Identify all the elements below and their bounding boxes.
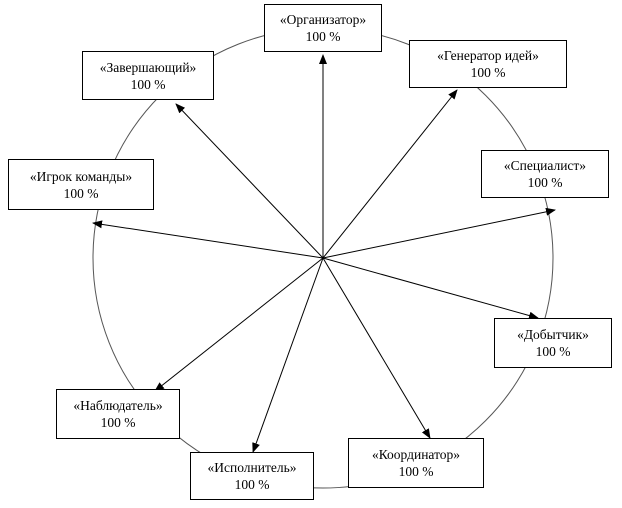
role-box-organizer: «Организатор» 100 % <box>264 4 382 52</box>
arrow-to-resource-getter <box>322 257 539 320</box>
role-box-idea-generator: «Генератор идей» 100 % <box>409 40 567 88</box>
role-name: «Исполнитель» <box>207 460 297 475</box>
role-box-resource-getter: «Добытчик» 100 % <box>494 318 612 368</box>
role-box-team-player: «Игрок команды» 100 % <box>8 159 154 210</box>
role-box-observer: «Наблюдатель» 100 % <box>56 389 180 439</box>
arrow-to-observer <box>154 257 324 392</box>
arrow-to-idea-generator <box>322 89 458 259</box>
role-value: 100 % <box>234 477 270 492</box>
role-value: 100 % <box>535 344 571 359</box>
arrow-to-executor <box>252 257 324 453</box>
arrow-to-team-player <box>92 220 324 259</box>
role-name: «Наблюдатель» <box>73 398 163 413</box>
role-name: «Добытчик» <box>517 327 589 342</box>
role-name: «Координатор» <box>371 447 461 462</box>
role-value: 100 % <box>63 185 99 201</box>
arrows-group <box>92 54 556 453</box>
role-value: 100 % <box>305 29 341 44</box>
role-box-finisher: «Завершающий» 100 % <box>82 51 214 100</box>
role-name: «Специалист» <box>503 158 587 173</box>
role-name: «Игрок команды» <box>29 168 133 184</box>
role-box-coordinator: «Координатор» 100 % <box>348 438 484 488</box>
role-value: 100 % <box>527 175 563 190</box>
role-value: 100 % <box>398 464 434 479</box>
role-box-specialist: «Специалист» 100 % <box>481 150 609 198</box>
role-name: «Организатор» <box>279 12 367 27</box>
role-value: 100 % <box>130 76 166 92</box>
arrow-to-coordinator <box>322 257 431 439</box>
role-name: «Завершающий» <box>99 59 197 75</box>
role-value: 100 % <box>470 65 506 80</box>
role-name: «Генератор идей» <box>437 48 539 63</box>
arrow-to-specialist <box>322 207 556 259</box>
arrow-to-finisher <box>175 103 324 259</box>
role-box-executor: «Исполнитель» 100 % <box>190 452 314 500</box>
role-value: 100 % <box>100 415 136 430</box>
